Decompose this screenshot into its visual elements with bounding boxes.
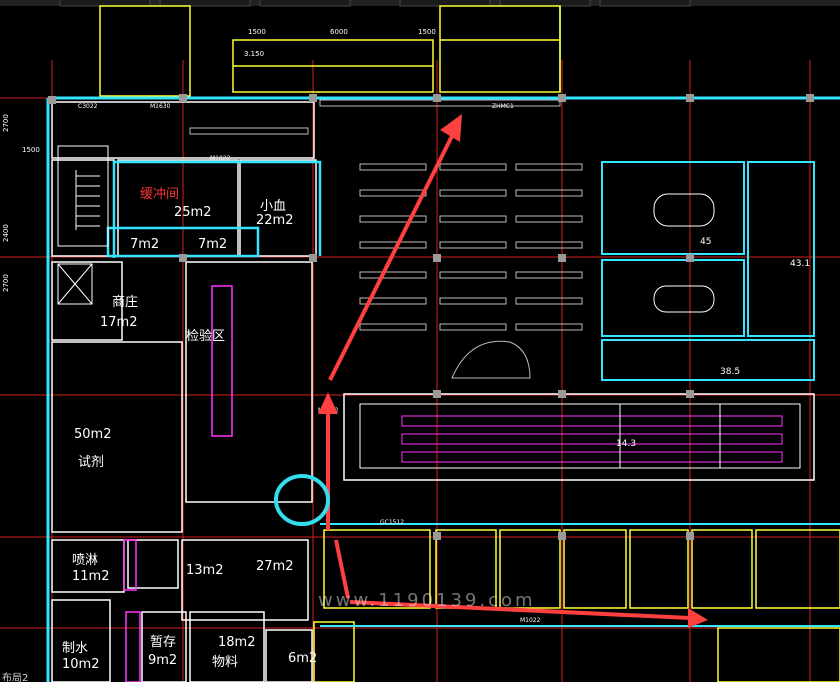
room-label-trial: 试剂 xyxy=(78,455,104,470)
conference-tables xyxy=(653,193,715,313)
dim-3: 1500 xyxy=(418,28,436,36)
corridor-line xyxy=(320,523,840,627)
top-stair-block xyxy=(99,5,561,97)
door-tag-5: C3022 xyxy=(78,103,98,110)
dim-8: 1500 xyxy=(22,146,40,154)
tab-2[interactable] xyxy=(159,0,251,7)
door-tag-7: M1022 xyxy=(520,617,541,624)
room-label-buffer: 缓冲间 xyxy=(140,187,179,202)
layout-tab[interactable]: 布局2 xyxy=(2,672,28,682)
top-tab-bar xyxy=(0,0,840,7)
watermark: www.1190139.com xyxy=(318,590,536,611)
dim-5: 2700 xyxy=(2,114,10,132)
room-label-inspect: 检验区 xyxy=(186,328,225,344)
room-label-water-area: 10m2 xyxy=(62,657,99,672)
tab-3[interactable] xyxy=(259,0,351,7)
lab-bench-hall xyxy=(343,393,815,481)
room-label-spray-area: 11m2 xyxy=(72,569,109,584)
room-label-385: 38.5 xyxy=(720,367,740,377)
room-label-store: 商庄 xyxy=(112,294,138,310)
room-label-buffer-area: 25m2 xyxy=(174,205,211,220)
bottom-cells xyxy=(313,529,840,682)
dim-7: 2700 xyxy=(2,274,10,292)
tab-5[interactable] xyxy=(499,0,591,7)
hall-seating xyxy=(189,99,583,379)
room-label-store-area: 17m2 xyxy=(100,315,137,330)
room-label-27: 27m2 xyxy=(256,559,293,574)
room-label-143: 14.3 xyxy=(616,439,636,449)
room-label-13: 13m2 xyxy=(186,563,223,578)
room-label-18: 18m2 xyxy=(218,635,255,650)
left-zone-walls xyxy=(51,101,317,682)
dim-1: 1500 xyxy=(248,28,266,36)
door-tag-6: GC1512 xyxy=(380,519,404,526)
door-tag-4: ZHMC1 xyxy=(492,103,514,110)
door-tag-2: M1022 xyxy=(210,155,231,162)
room-label-trial-area: 50m2 xyxy=(74,427,111,442)
magenta-partitions xyxy=(123,285,233,682)
room-label-7b: 7m2 xyxy=(198,237,227,252)
room-label-6: 6m2 xyxy=(288,651,317,666)
room-label-temp: 暂存 xyxy=(150,635,176,650)
axis-grid xyxy=(0,60,840,682)
room-label-45: 45 xyxy=(700,237,711,247)
door-tags: M1630 M1022 M1522 ZHMC1 C3022 GC1512 M10… xyxy=(78,103,541,624)
room-label-431: 43.1 xyxy=(790,259,810,269)
room-label-spray: 喷淋 xyxy=(72,553,98,568)
dim-4: 3.150 xyxy=(244,50,264,58)
route-arrows xyxy=(318,114,708,628)
left-stair xyxy=(57,145,109,305)
tab-1[interactable] xyxy=(59,0,151,7)
room-label-material: 物料 xyxy=(212,655,238,670)
dimension-labels: 1500 6000 1500 3.150 2700 2400 2700 1500 xyxy=(2,28,436,292)
dim-2: 6000 xyxy=(330,28,348,36)
tab-4[interactable] xyxy=(399,0,491,7)
tab-6[interactable] xyxy=(599,0,691,7)
room-label-small-blood: 小血 xyxy=(260,199,286,214)
room-label-7a: 7m2 xyxy=(130,237,159,252)
structural-columns xyxy=(48,94,814,540)
room-labels: 缓冲间 25m2 小血 22m2 7m2 7m2 商庄 17m2 检验区 50m… xyxy=(62,187,810,672)
meeting-rooms xyxy=(601,161,815,381)
door-tag-1: M1630 xyxy=(150,103,171,110)
room-label-temp-area: 9m2 xyxy=(148,653,177,668)
dim-6: 2400 xyxy=(2,224,10,242)
room-label-water: 制水 xyxy=(62,641,88,656)
room-label-small-blood-area: 22m2 xyxy=(256,213,293,228)
highlight-circle xyxy=(274,474,330,526)
